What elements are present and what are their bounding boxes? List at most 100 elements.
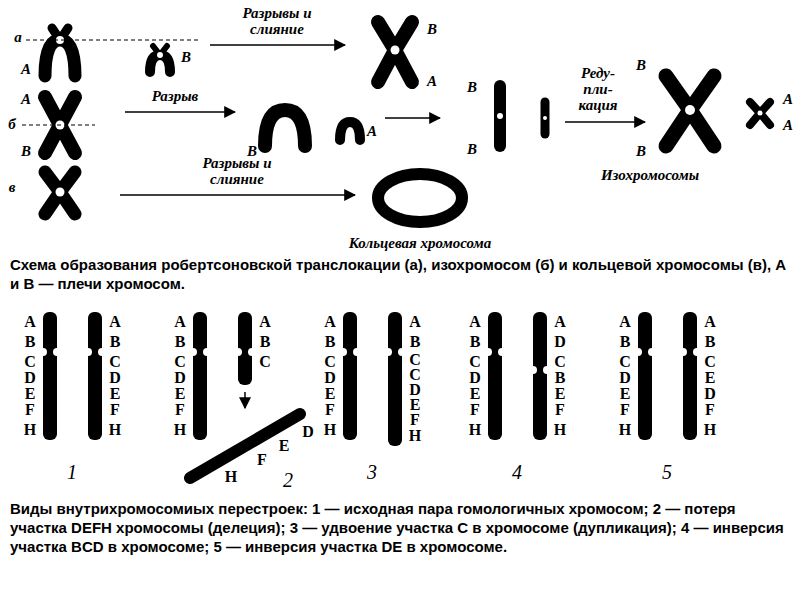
segment-letter: E [279,438,290,455]
segment-letter: A [24,314,36,331]
segment-letter: B [175,334,186,351]
centromeres [56,36,763,197]
segment-letter: H [174,422,186,439]
deleted-fragment [190,414,300,478]
segment-letter: H [324,422,336,439]
diagram-label: Реду- пли- кация [568,66,628,113]
segment-letter: H [554,422,566,439]
segment-letter: H [24,422,36,439]
segment-letter: E [620,386,631,403]
segment-letter: D [302,424,314,441]
segment-letter: F [470,402,480,419]
diagram-label: В [467,142,477,158]
diagram-label: Разрывы и слияние [190,156,285,188]
diagram-label: В [427,22,437,38]
segment-letter: D [324,370,336,387]
segment-letter: E [110,386,121,403]
segment-letter: B [555,370,566,387]
segment-letter: C [24,354,36,371]
figure-caption: Виды внутрихромосомиых перестроек: 1 — и… [10,500,790,556]
segment-letter: C [324,354,336,371]
segment-letter: C [174,354,186,371]
diagram-label: Изохромосомы [601,168,699,184]
segment-letter: A [174,314,186,331]
segment-letter: C [554,354,566,371]
diagram-label: А [427,74,437,90]
bottom-centromeres [39,348,701,374]
arm-b-pair [265,110,305,146]
top-chromosomes [45,22,770,222]
callout-number: 3 [367,462,377,483]
segment-letter: B [410,334,421,351]
diagram-label: В [467,80,477,96]
diagram-label: Разрывы и слияние [230,6,325,38]
segment-letter: E [25,386,36,403]
segment-letter: A [324,314,336,331]
arm-a-pair [340,122,360,140]
diagram-label: А [367,124,377,140]
diagram-label: А [21,62,31,78]
segment-letter: F [257,452,267,469]
segment-letter: D [469,370,481,387]
segment-letter: E [705,370,716,387]
segment-letter: C [259,354,271,371]
metacentric-chromosome [45,172,75,214]
diagram-label: В [636,58,646,74]
diagram-label: Разрыв [152,89,199,105]
diagram-label: А [783,118,793,134]
arm-a [541,102,550,134]
segment-letter: D [174,370,186,387]
segment-letter: F [25,402,35,419]
diagram-label: А [21,92,31,108]
callout-number: 2 [283,470,293,491]
diagram-label: В [21,144,31,160]
diagram-label: В [636,144,646,160]
segment-letter: H [409,428,421,445]
segment-letter: B [470,334,481,351]
segment-letter: A [704,314,716,331]
segment-letter: B [325,334,336,351]
segment-letter: F [110,402,120,419]
segment-letter: E [175,386,186,403]
diagram-label: а [14,30,22,46]
segment-letter: B [620,334,631,351]
figure-caption: Схема образования робертсоновской трансл… [10,256,790,294]
segment-letter: C [704,354,716,371]
segment-letter: D [619,370,631,387]
diagram-label: Кольцевая хромосома [349,236,492,252]
segment-letter: D [24,370,36,387]
segment-letter: A [619,314,631,331]
segment-letter: C [109,354,121,371]
callout-number: 5 [662,462,672,483]
arm-b [494,86,506,146]
segment-letter: A [259,314,271,331]
segment-letter: H [225,469,237,486]
isochromosome-b [666,76,714,146]
segment-letter: E [555,386,566,403]
segment-letter: A [554,314,566,331]
segment-letter: A [109,314,121,331]
segment-letter: D [109,370,121,387]
break-lines [22,40,200,125]
segment-letter: E [470,386,481,403]
segment-letter: C [469,354,481,371]
segment-letter: F [705,402,715,419]
segment-letter: C [619,354,631,371]
diagram-label: в [9,180,16,196]
bottom-chromosomes [43,312,697,478]
segment-letter: F [620,402,630,419]
segment-letter: F [410,412,420,429]
segment-letter: D [704,386,716,403]
segment-letter: H [109,422,121,439]
diagram-label: В [181,50,191,66]
isochromosome-a [750,102,770,125]
callout-number: 4 [512,462,522,483]
segment-letter: F [555,402,565,419]
segment-letter: F [325,402,335,419]
segment-letter: B [25,334,36,351]
segment-letter: F [175,402,185,419]
ring-chromosome [378,174,462,222]
diagram-label: А [783,92,793,108]
segment-letter: B [260,334,271,351]
segment-letter: E [325,386,336,403]
